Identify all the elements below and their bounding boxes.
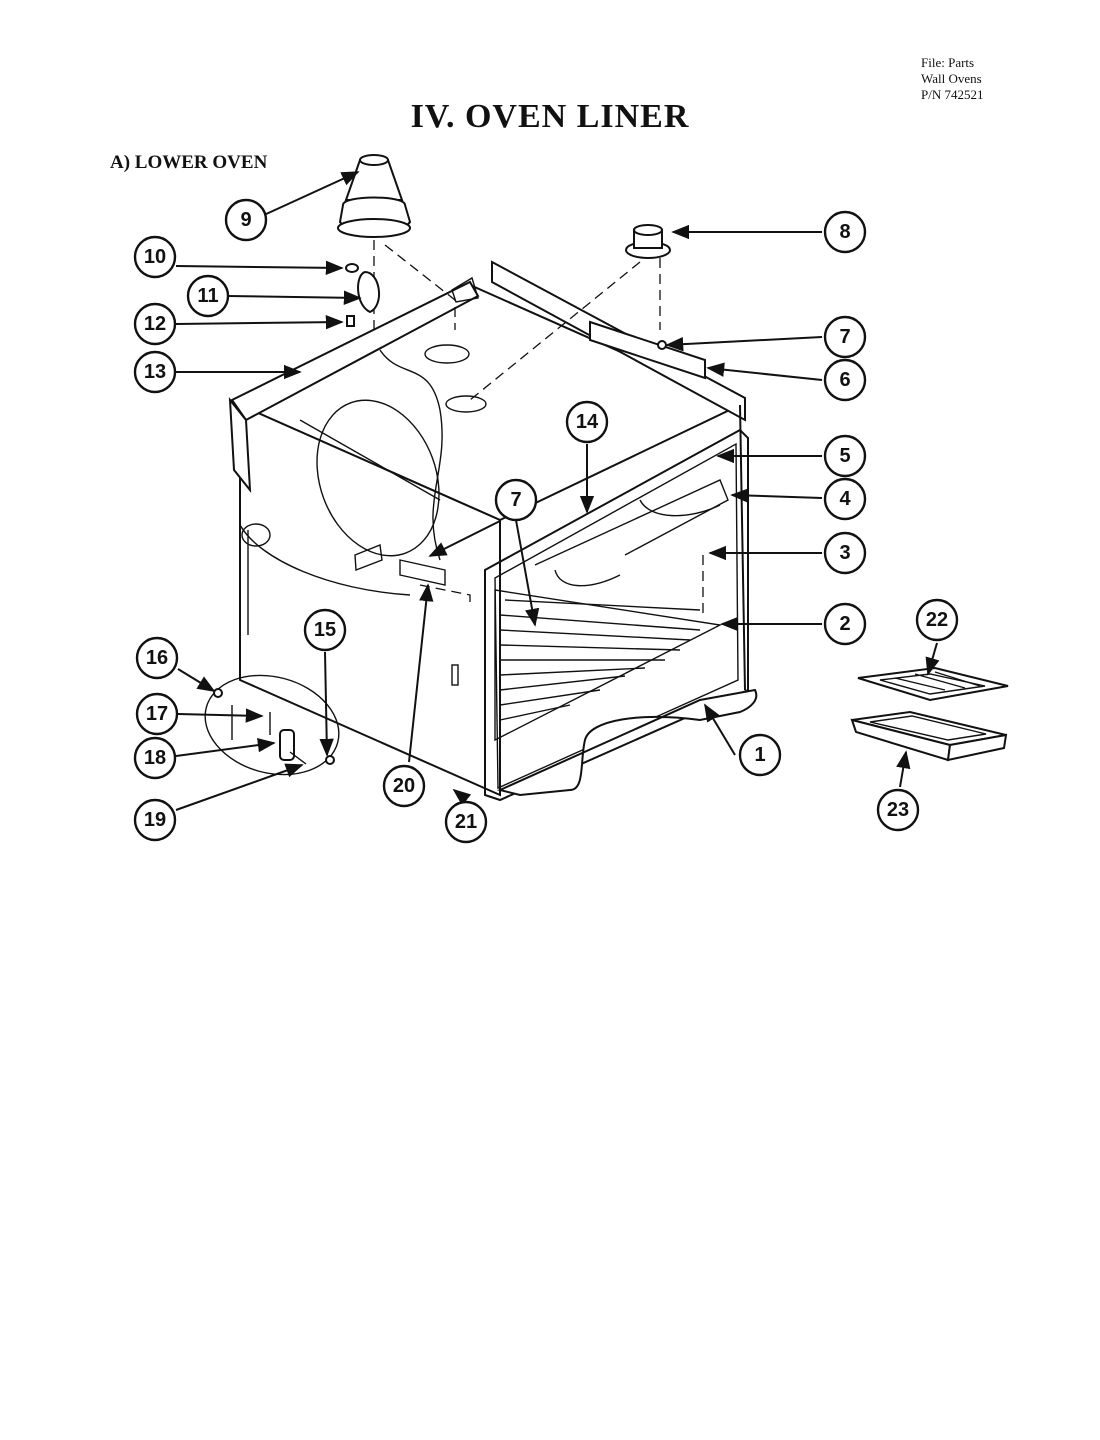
svg-text:8: 8 xyxy=(839,221,850,243)
file-info: File: Parts Wall Ovens P/N 742521 xyxy=(921,55,983,103)
svg-text:3: 3 xyxy=(839,542,850,564)
callout-5: 5 xyxy=(823,434,867,478)
callout-2: 2 xyxy=(823,602,867,646)
svg-text:12: 12 xyxy=(144,313,166,335)
bake-element xyxy=(534,479,729,615)
callout-23: 23 xyxy=(876,788,920,832)
svg-text:18: 18 xyxy=(144,747,166,769)
file-info-line-3: P/N 742521 xyxy=(921,87,984,102)
svg-text:10: 10 xyxy=(144,246,166,268)
vent-cone-part xyxy=(337,154,456,330)
oven-rack xyxy=(494,589,723,742)
callout-1: 1 xyxy=(738,733,782,777)
callout-21: 21 xyxy=(444,800,488,844)
callout-20: 20 xyxy=(382,764,426,808)
page-title: IV. OVEN LINER xyxy=(410,98,690,135)
svg-text:4: 4 xyxy=(839,488,851,510)
callout-22: 22 xyxy=(915,598,959,642)
broiler-pan xyxy=(850,710,1008,762)
file-info-line-1: File: Parts xyxy=(921,55,975,70)
svg-text:1: 1 xyxy=(754,744,765,766)
svg-text:15: 15 xyxy=(314,619,336,641)
vent-cap-part xyxy=(469,224,671,401)
svg-text:5: 5 xyxy=(839,445,850,467)
oven-front-frame xyxy=(484,428,749,802)
svg-text:7: 7 xyxy=(839,326,850,348)
file-info-line-2: Wall Ovens xyxy=(921,71,982,86)
callout-16: 16 xyxy=(135,636,179,680)
svg-text:17: 17 xyxy=(146,703,168,725)
callout-7-lower: 7 xyxy=(494,478,538,522)
callout-9: 9 xyxy=(224,198,268,242)
callout-14: 14 xyxy=(565,400,609,444)
oven-bottom xyxy=(496,688,758,797)
svg-text:14: 14 xyxy=(576,411,599,433)
svg-text:21: 21 xyxy=(455,811,477,833)
callout-15: 15 xyxy=(303,608,347,652)
oven-liner-body xyxy=(228,260,746,797)
svg-text:19: 19 xyxy=(144,809,166,831)
svg-text:20: 20 xyxy=(393,775,415,797)
svg-text:22: 22 xyxy=(926,609,948,631)
svg-text:7: 7 xyxy=(510,489,521,511)
svg-text:11: 11 xyxy=(197,285,218,307)
mounting-plate-group xyxy=(204,674,340,776)
callout-17: 17 xyxy=(135,692,179,736)
svg-text:6: 6 xyxy=(839,369,850,391)
svg-text:23: 23 xyxy=(887,799,909,821)
svg-text:16: 16 xyxy=(146,647,168,669)
section-title: A) LOWER OVEN xyxy=(110,152,268,173)
svg-text:9: 9 xyxy=(240,209,251,231)
callout-19: 19 xyxy=(133,798,177,842)
callout-11: 11 xyxy=(186,274,230,318)
callout-leaders xyxy=(175,171,940,811)
callout-18: 18 xyxy=(133,736,177,780)
light-socket-part xyxy=(345,263,381,327)
callout-4: 4 xyxy=(823,477,867,521)
callout-10: 10 xyxy=(133,235,177,279)
callout-13: 13 xyxy=(133,350,177,394)
callout-8: 8 xyxy=(823,210,867,254)
svg-text:13: 13 xyxy=(144,361,166,383)
callout-3: 3 xyxy=(823,531,867,575)
callout-7-upper: 7 xyxy=(823,315,867,359)
callout-6: 6 xyxy=(823,358,867,402)
callout-12: 12 xyxy=(133,302,177,346)
broiler-pan-insert xyxy=(857,666,1009,702)
svg-text:2: 2 xyxy=(839,613,850,635)
